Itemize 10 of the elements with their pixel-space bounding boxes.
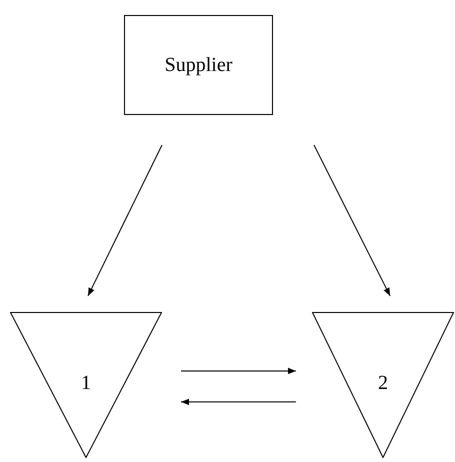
- process-box: [124, 15, 273, 115]
- arrow: [180, 368, 296, 374]
- arrow: [180, 398, 296, 406]
- node-label: 1: [81, 372, 91, 395]
- node-label: 2: [378, 372, 388, 395]
- arrow: [313, 144, 391, 296]
- triangle-node: [312, 312, 454, 458]
- triangle-node: [10, 312, 162, 458]
- node-label: Supplier: [164, 54, 232, 76]
- arrow: [87, 144, 162, 296]
